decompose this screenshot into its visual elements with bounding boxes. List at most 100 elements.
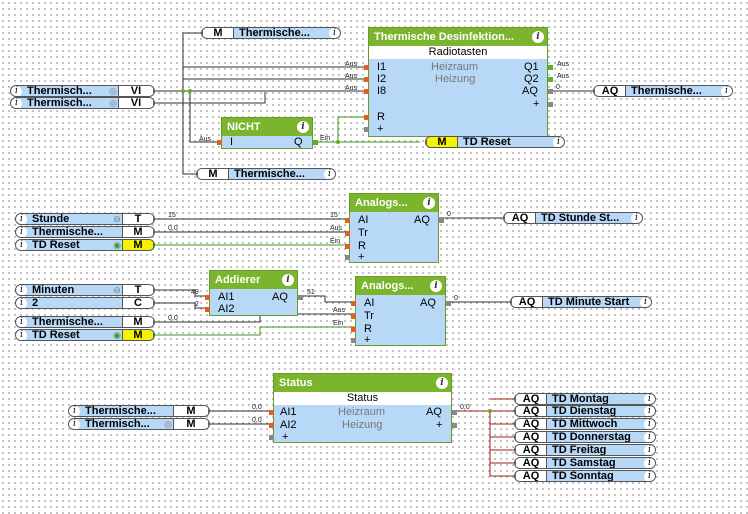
block-title: Analogs... bbox=[355, 197, 408, 209]
wire-label-aus: Aus bbox=[333, 307, 346, 314]
connector-thermische-m[interactable]: M Thermische... i bbox=[201, 27, 341, 39]
connector-thermisch-status-2[interactable]: i Thermisch... ◎ M bbox=[68, 418, 210, 430]
check-icon[interactable]: ◉ bbox=[113, 239, 121, 250]
connector-name: 2 bbox=[32, 297, 39, 309]
analog-block-1[interactable]: Analogs...i AI Tr R + AQ bbox=[345, 193, 444, 263]
input-plus: + bbox=[282, 431, 289, 443]
connector-thermische-m-in[interactable]: i Thermische... M bbox=[15, 226, 155, 238]
wire-label-fifteen: 15 bbox=[168, 212, 176, 219]
output-aq: AQ bbox=[426, 406, 442, 418]
input-i2: I2 bbox=[377, 73, 387, 85]
info-icon[interactable]: i bbox=[11, 86, 22, 96]
input-plus: + bbox=[364, 334, 371, 346]
connector-name: Thermische... bbox=[239, 27, 310, 39]
info-icon[interactable]: i bbox=[16, 214, 27, 224]
info-icon[interactable]: i bbox=[16, 227, 27, 237]
info-icon[interactable]: i bbox=[282, 274, 294, 286]
input-tr: Tr bbox=[364, 310, 374, 322]
connector-td-minute-start[interactable]: AQ TD Minute Start i bbox=[510, 296, 652, 308]
connector-name: TD Reset bbox=[463, 136, 511, 148]
gear-icon[interactable]: ◎ bbox=[164, 418, 172, 429]
connector-thermisch-vi-2[interactable]: i Thermisch... ◎ VI bbox=[10, 97, 155, 109]
connector-td-stunde-start[interactable]: AQ TD Stunde St... i bbox=[503, 212, 643, 224]
info-icon[interactable]: i bbox=[644, 471, 655, 481]
info-icon[interactable]: i bbox=[16, 285, 27, 295]
connector-thermische-m-2[interactable]: M Thermische... i bbox=[196, 168, 336, 180]
connector-thermisch-vi-1[interactable]: i Thermisch... ◎ VI bbox=[10, 85, 155, 97]
info-icon[interactable]: i bbox=[644, 394, 655, 404]
info-icon[interactable]: i bbox=[553, 137, 564, 147]
info-icon[interactable]: i bbox=[16, 317, 27, 327]
connector-td-reset-in-1[interactable]: i TD Reset ◉ M bbox=[15, 239, 155, 251]
info-icon[interactable]: i bbox=[69, 406, 80, 416]
info-icon[interactable]: i bbox=[532, 31, 544, 43]
info-icon[interactable]: i bbox=[11, 98, 22, 108]
gear-icon[interactable]: ◎ bbox=[109, 97, 117, 108]
connector-thermische-aq[interactable]: AQ Thermische... i bbox=[593, 85, 733, 97]
connector-name: TD Donnerstag bbox=[552, 431, 631, 443]
info-icon[interactable]: i bbox=[16, 240, 27, 250]
info-icon[interactable]: i bbox=[324, 169, 335, 179]
input-ai: AI bbox=[358, 214, 369, 226]
connector-type: M bbox=[122, 330, 154, 340]
connector-type: AQ bbox=[504, 213, 536, 223]
check-icon[interactable]: ◉ bbox=[113, 329, 121, 340]
connector-name: TD Mittwoch bbox=[552, 418, 618, 430]
info-icon[interactable]: i bbox=[644, 458, 655, 468]
wire-label-zero: 0 bbox=[454, 295, 458, 302]
info-icon[interactable]: i bbox=[644, 432, 655, 442]
connector-td-dienstag[interactable]: AQ TD Dienstag i bbox=[514, 405, 656, 417]
input-ai: AI bbox=[364, 297, 375, 309]
gear-icon[interactable]: ⊖ bbox=[113, 284, 121, 295]
info-icon[interactable]: i bbox=[721, 86, 732, 96]
wire-label-fiftyone: 51 bbox=[307, 289, 315, 296]
analog-block-2[interactable]: Analogs...i AI Tr R + AQ bbox=[351, 276, 451, 346]
input-i: I bbox=[230, 136, 234, 148]
output-q2: Q2 bbox=[524, 73, 539, 85]
connector-type: M bbox=[122, 240, 154, 250]
connector-td-donnerstag[interactable]: AQ TD Donnerstag i bbox=[514, 431, 656, 443]
connector-name: Thermische... bbox=[234, 168, 305, 180]
info-icon[interactable]: i bbox=[423, 197, 435, 209]
info-icon[interactable]: i bbox=[16, 298, 27, 308]
input-ai2: AI2 bbox=[280, 419, 297, 431]
connector-td-freitag[interactable]: AQ TD Freitag i bbox=[514, 444, 656, 456]
connector-minuten[interactable]: i Minuten ⊖ T bbox=[15, 284, 155, 296]
connector-name: TD Reset bbox=[32, 239, 80, 251]
info-icon[interactable]: i bbox=[16, 330, 27, 340]
gear-icon[interactable]: ⊖ bbox=[113, 213, 121, 224]
info-icon[interactable]: i bbox=[436, 377, 448, 389]
connector-type: AQ bbox=[515, 458, 547, 468]
connector-td-montag[interactable]: AQ TD Montag i bbox=[514, 393, 656, 405]
wire-label-zero: 0 bbox=[447, 211, 451, 218]
info-icon[interactable]: i bbox=[430, 280, 442, 292]
connector-td-samstag[interactable]: AQ TD Samstag i bbox=[514, 457, 656, 469]
input-i8: I8 bbox=[377, 85, 387, 97]
output-aq: AQ bbox=[522, 85, 538, 97]
connector-thermische-m-in-2[interactable]: i Thermische... M bbox=[15, 316, 155, 328]
connector-td-reset-out[interactable]: M TD Reset i bbox=[425, 136, 565, 148]
info-icon[interactable]: i bbox=[644, 406, 655, 416]
connector-type: C bbox=[122, 298, 154, 308]
info-icon[interactable]: i bbox=[297, 121, 309, 133]
connector-td-mittwoch[interactable]: AQ TD Mittwoch i bbox=[514, 418, 656, 430]
connector-td-sonntag[interactable]: AQ TD Sonntag i bbox=[514, 470, 656, 482]
info-icon[interactable]: i bbox=[631, 213, 642, 223]
wire-label-two: 2 bbox=[195, 301, 199, 308]
connector-thermische-status-1[interactable]: i Thermische... M bbox=[68, 405, 210, 417]
info-icon[interactable]: i bbox=[644, 419, 655, 429]
connector-td-reset-in-2[interactable]: i TD Reset ◉ M bbox=[15, 329, 155, 341]
output-aq: AQ bbox=[414, 214, 430, 226]
connector-constant-2[interactable]: i 2 C bbox=[15, 297, 155, 309]
info-icon[interactable]: i bbox=[69, 419, 80, 429]
info-icon[interactable]: i bbox=[640, 297, 651, 307]
thermische-desinfektion-block[interactable]: Thermische Desinfektion...i Radiotasten … bbox=[364, 27, 553, 137]
info-icon[interactable]: i bbox=[644, 445, 655, 455]
connector-stunde[interactable]: i Stunde ⊖ T bbox=[15, 213, 155, 225]
info-icon[interactable]: i bbox=[329, 28, 340, 38]
gear-icon[interactable]: ◎ bbox=[109, 85, 117, 96]
connector-name: Thermisch... bbox=[85, 418, 150, 430]
